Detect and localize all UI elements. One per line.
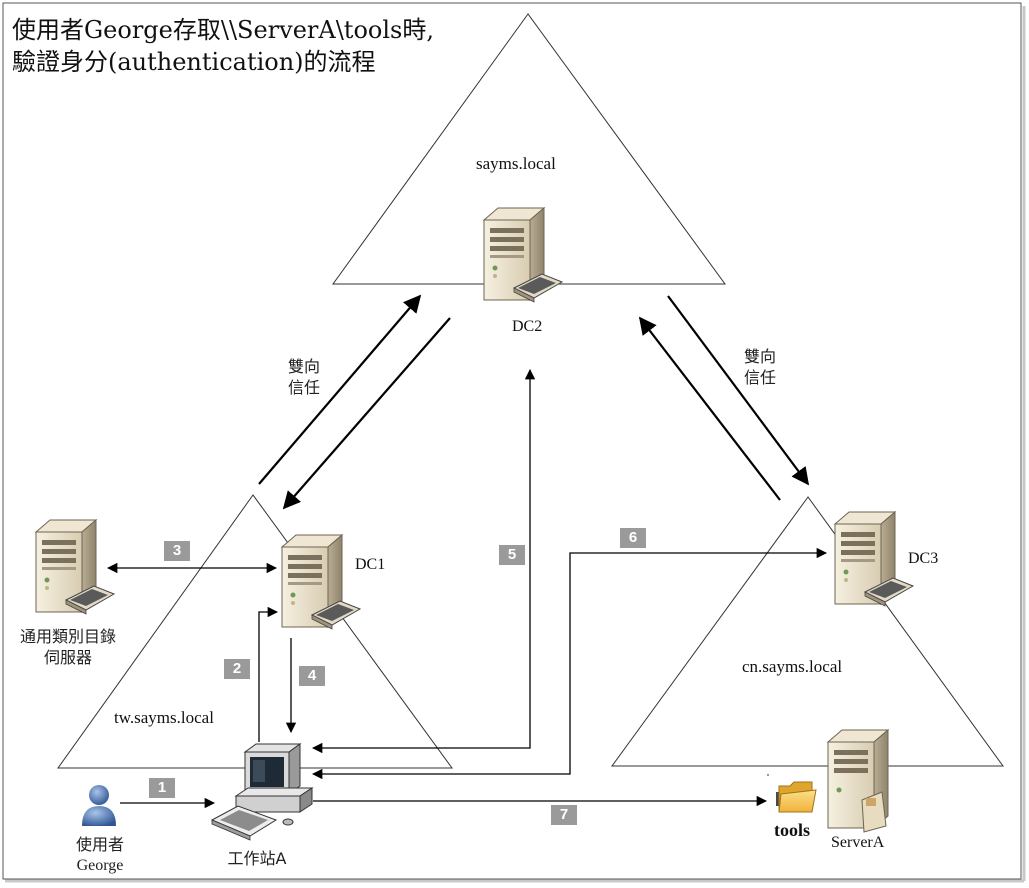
trust-label-left-line-1: 雙向 (287, 357, 320, 376)
trust-arrow-root-to-cn (667, 295, 810, 486)
dc1-label: DC1 (355, 556, 386, 573)
user-label: 使用者 George (60, 834, 140, 876)
flow-arrow-6 (311, 547, 828, 780)
servera-server-icon (826, 728, 890, 833)
workstation-icon (210, 743, 314, 841)
user-label-line-1: 使用者 (75, 835, 124, 854)
tools-label: tools (774, 820, 810, 840)
gc-label: 通用類別目錄 伺服器 (8, 626, 128, 668)
tools-folder-icon (776, 781, 817, 813)
step-badge-4: 4 (299, 666, 325, 686)
dc3-label: DC3 (908, 550, 939, 567)
title-line-1: 使用者George存取\\ServerA\tools時, (12, 16, 434, 44)
domain-label-cn: cn.sayms.local (742, 657, 843, 676)
title-line-2: 驗證身分(authentication)的流程 (12, 48, 376, 76)
dc2-label: DC2 (512, 318, 543, 335)
trust-label-left: 雙向 信任 (284, 356, 324, 398)
step-badge-3: 3 (164, 541, 190, 561)
trust-label-right: 雙向 信任 (740, 346, 780, 388)
diagram-title: 使用者George存取\\ServerA\tools時, 驗證身分(authen… (12, 14, 434, 78)
user-label-line-2: George (76, 857, 124, 874)
trust-label-right-line-2: 信任 (743, 368, 776, 387)
user-icon (82, 785, 116, 826)
trust-label-left-line-2: 信任 (287, 378, 320, 397)
step-badge-6: 6 (620, 528, 646, 548)
workstation-label: 工作站A (227, 849, 287, 868)
step-badge-1: 1 (149, 778, 175, 798)
gc-label-line-1: 通用類別目錄 (19, 627, 116, 646)
domain-label-tw: tw.sayms.local (114, 708, 214, 727)
step-badge-5: 5 (499, 545, 525, 565)
trust-label-right-line-1: 雙向 (743, 347, 776, 366)
servera-label: ServerA (831, 834, 885, 851)
trust-arrow-cn-to-root (638, 316, 781, 501)
step-badge-2: 2 (224, 659, 250, 679)
step-badge-7: 7 (551, 805, 577, 825)
flow-arrow-2 (258, 606, 279, 742)
gc-label-line-2: 伺服器 (43, 648, 92, 667)
domain-label-root: sayms.local (476, 154, 556, 173)
